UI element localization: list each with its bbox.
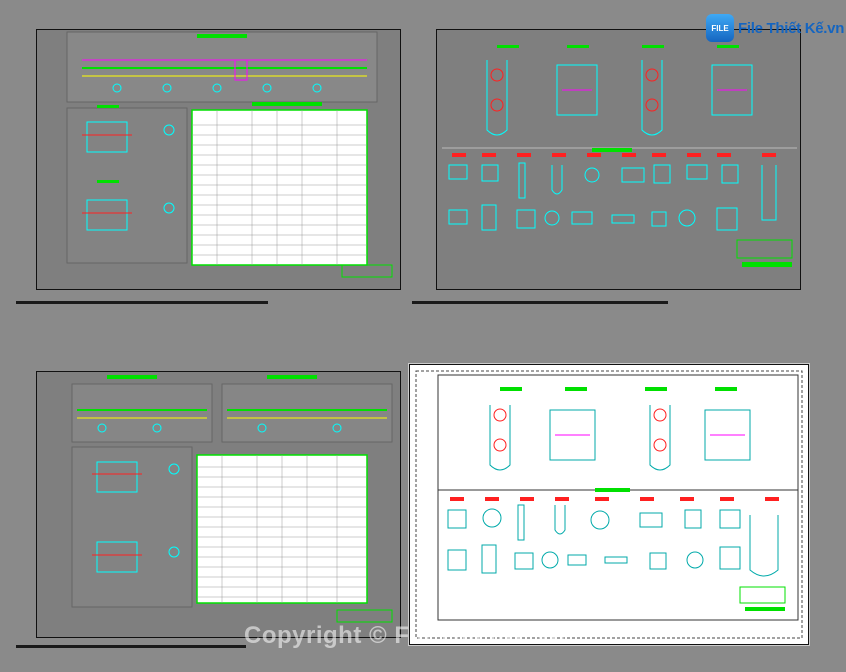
sheet-1-caption-bar: [16, 301, 268, 304]
sheet-2-drawing: [442, 45, 797, 267]
logo-text: File Thiết Kế.vn: [738, 19, 845, 37]
drawing-sheet-3[interactable]: [36, 371, 401, 638]
sheet-1-drawing: [66, 31, 393, 278]
file-logo-mark: FILE: [706, 14, 734, 42]
sheet-3-caption-bar: [16, 645, 246, 648]
drawing-sheet-2[interactable]: [436, 29, 801, 290]
sheet-2-caption-bar: [412, 301, 668, 304]
drawing-sheet-4[interactable]: [409, 364, 809, 645]
copyright-watermark: Copyright © FileThietKe.vn: [244, 622, 566, 649]
sheet-3-drawing: [71, 375, 393, 623]
drawing-sheet-1[interactable]: [36, 29, 401, 290]
sheet-4-drawing: [415, 370, 803, 639]
filethietke-logo[interactable]: FILE File Thiết Kế.vn: [706, 14, 844, 42]
